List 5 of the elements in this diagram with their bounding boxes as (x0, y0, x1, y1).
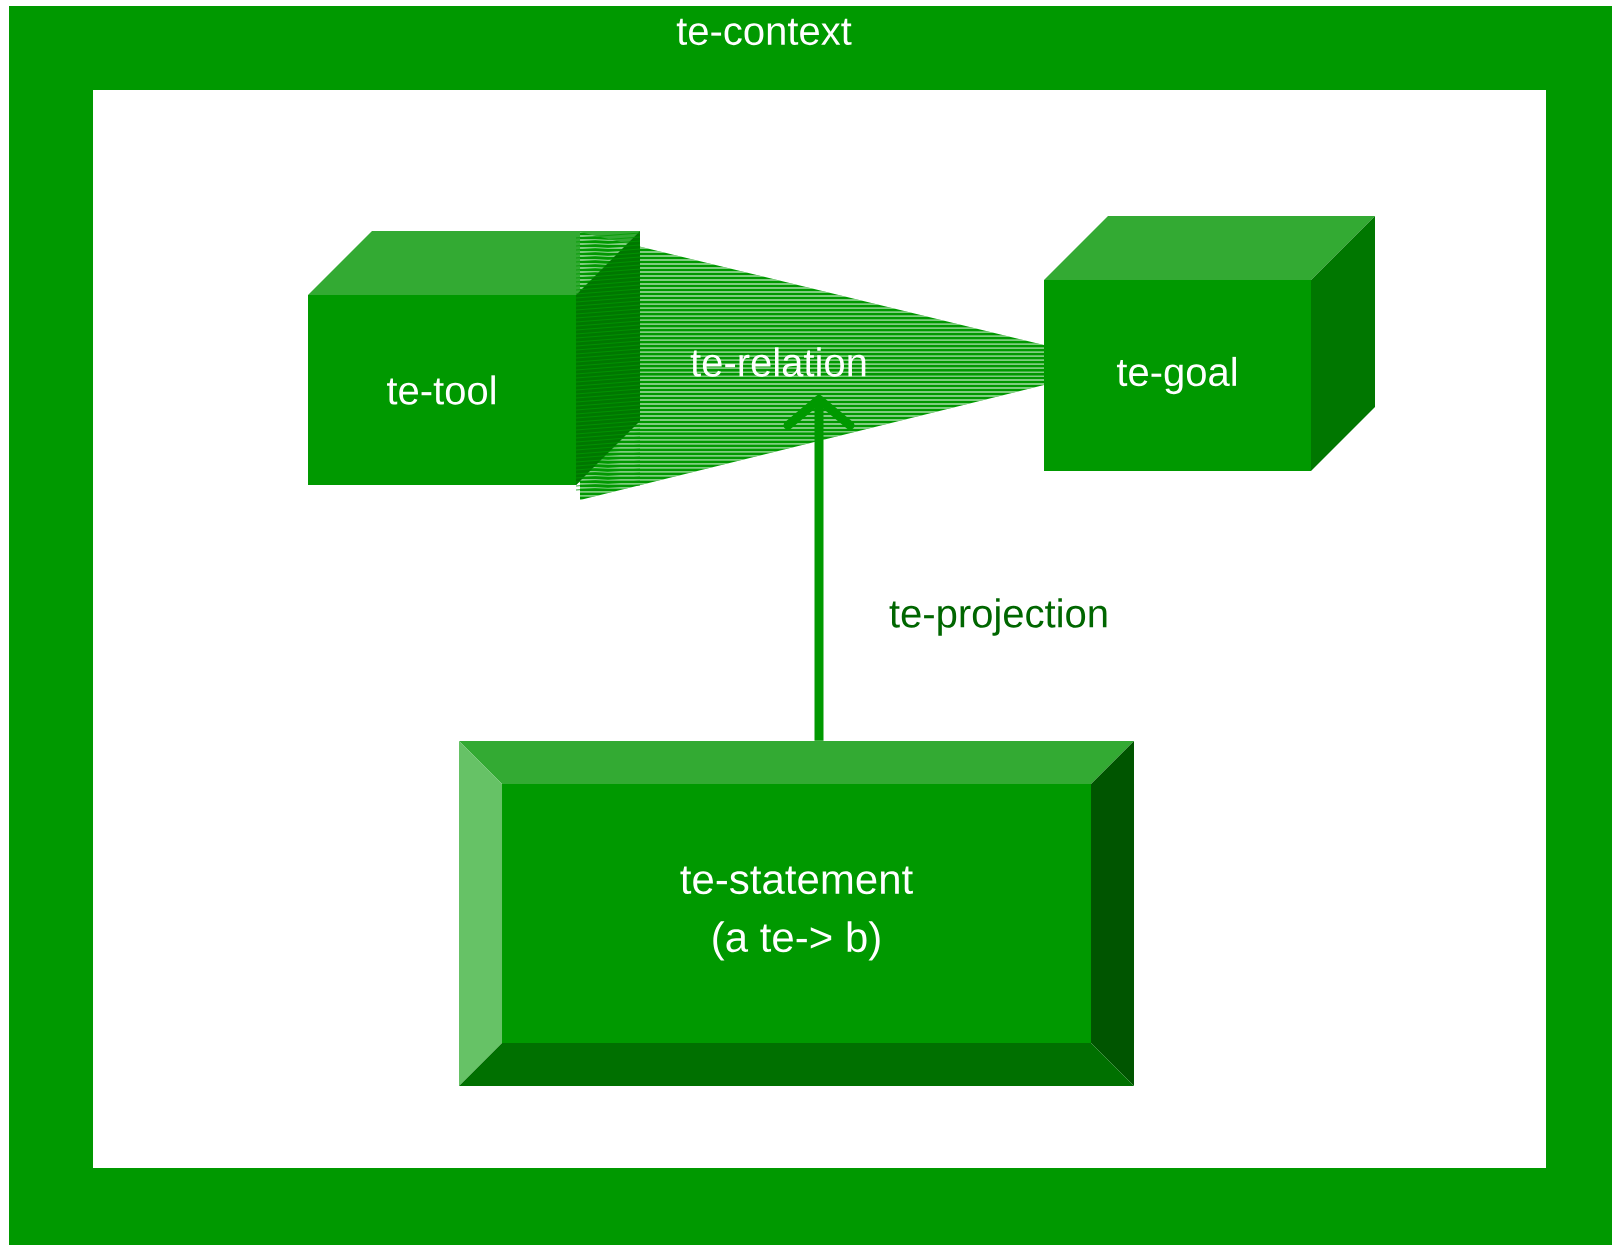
arrow (783, 394, 855, 741)
bevel-box: te-statement (a te-> b) (459, 741, 1134, 1086)
frame-title: te-context (676, 18, 852, 46)
cube: te-goal (1044, 216, 1375, 471)
edge-label: te-projection (889, 598, 1107, 636)
